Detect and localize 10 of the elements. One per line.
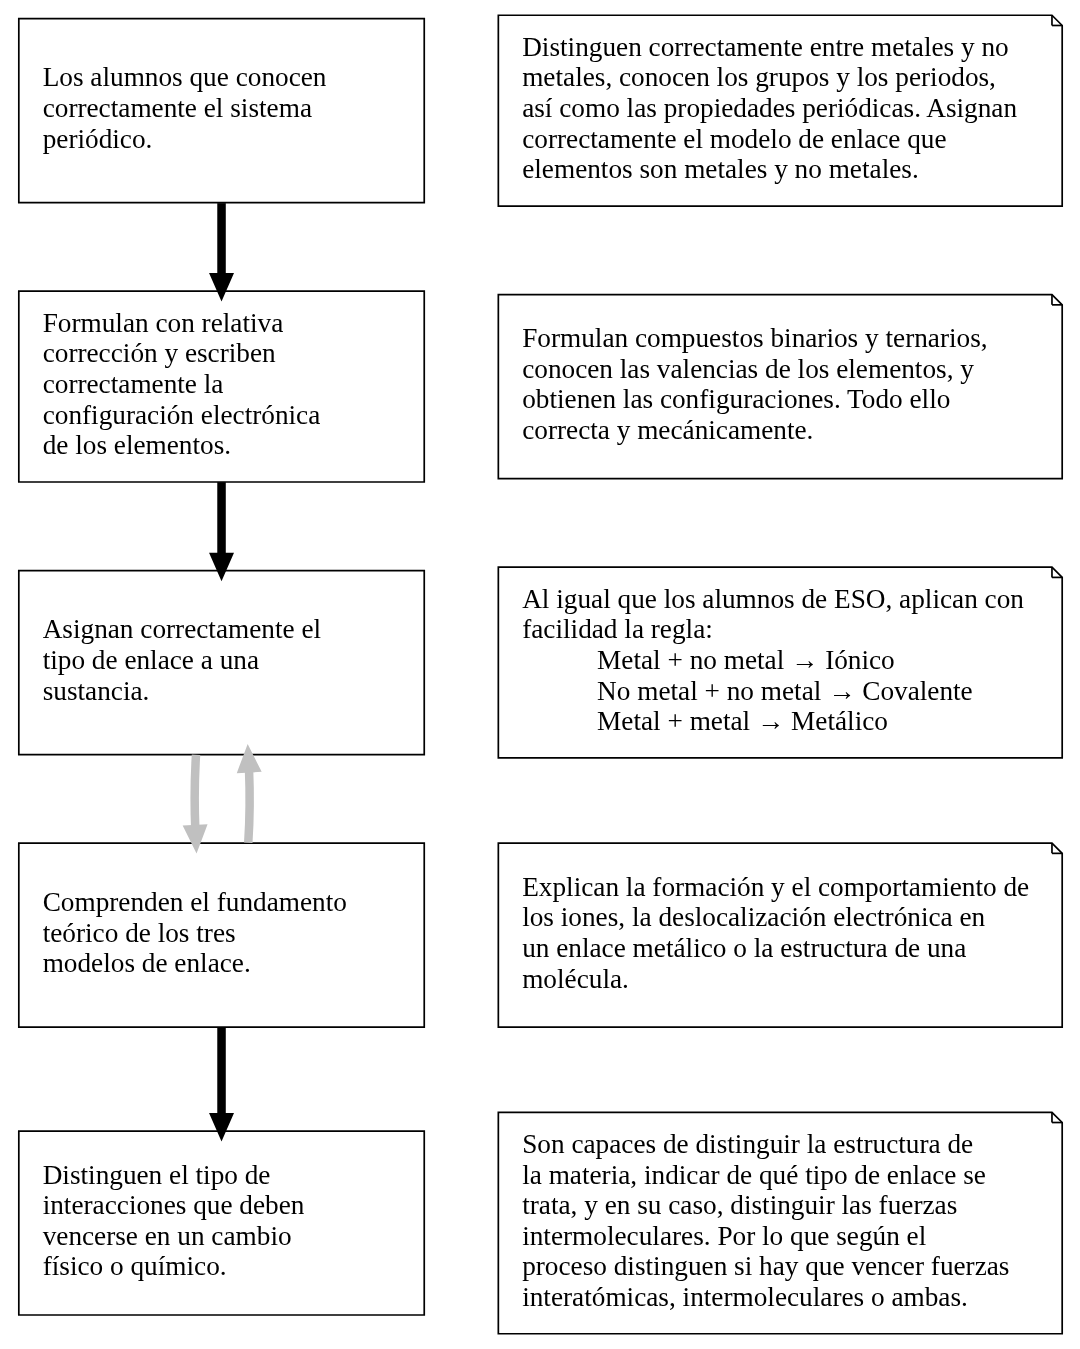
- node-box: Distinguen el tipo de interacciones que deben vencerse en un cambio físico o químico.: [17, 1130, 425, 1316]
- arrow: [236, 744, 262, 844]
- arrow: [182, 754, 208, 854]
- node-box: Comprenden el fundamento teórico de los tres modelos de enlace.: [17, 842, 425, 1028]
- arrow: [208, 1027, 234, 1142]
- arrow: [208, 203, 234, 302]
- node-box: Los alumnos que conocen correctamente el sistema periódico.: [17, 17, 425, 204]
- node-box: Formulan con relativa corrección y escriben correctamente la configuración electrónica de los elementos.: [17, 290, 425, 483]
- arrow: [208, 482, 234, 582]
- node-box: Asignan correctamente el tipo de enlace a una sustancia.: [17, 569, 425, 756]
